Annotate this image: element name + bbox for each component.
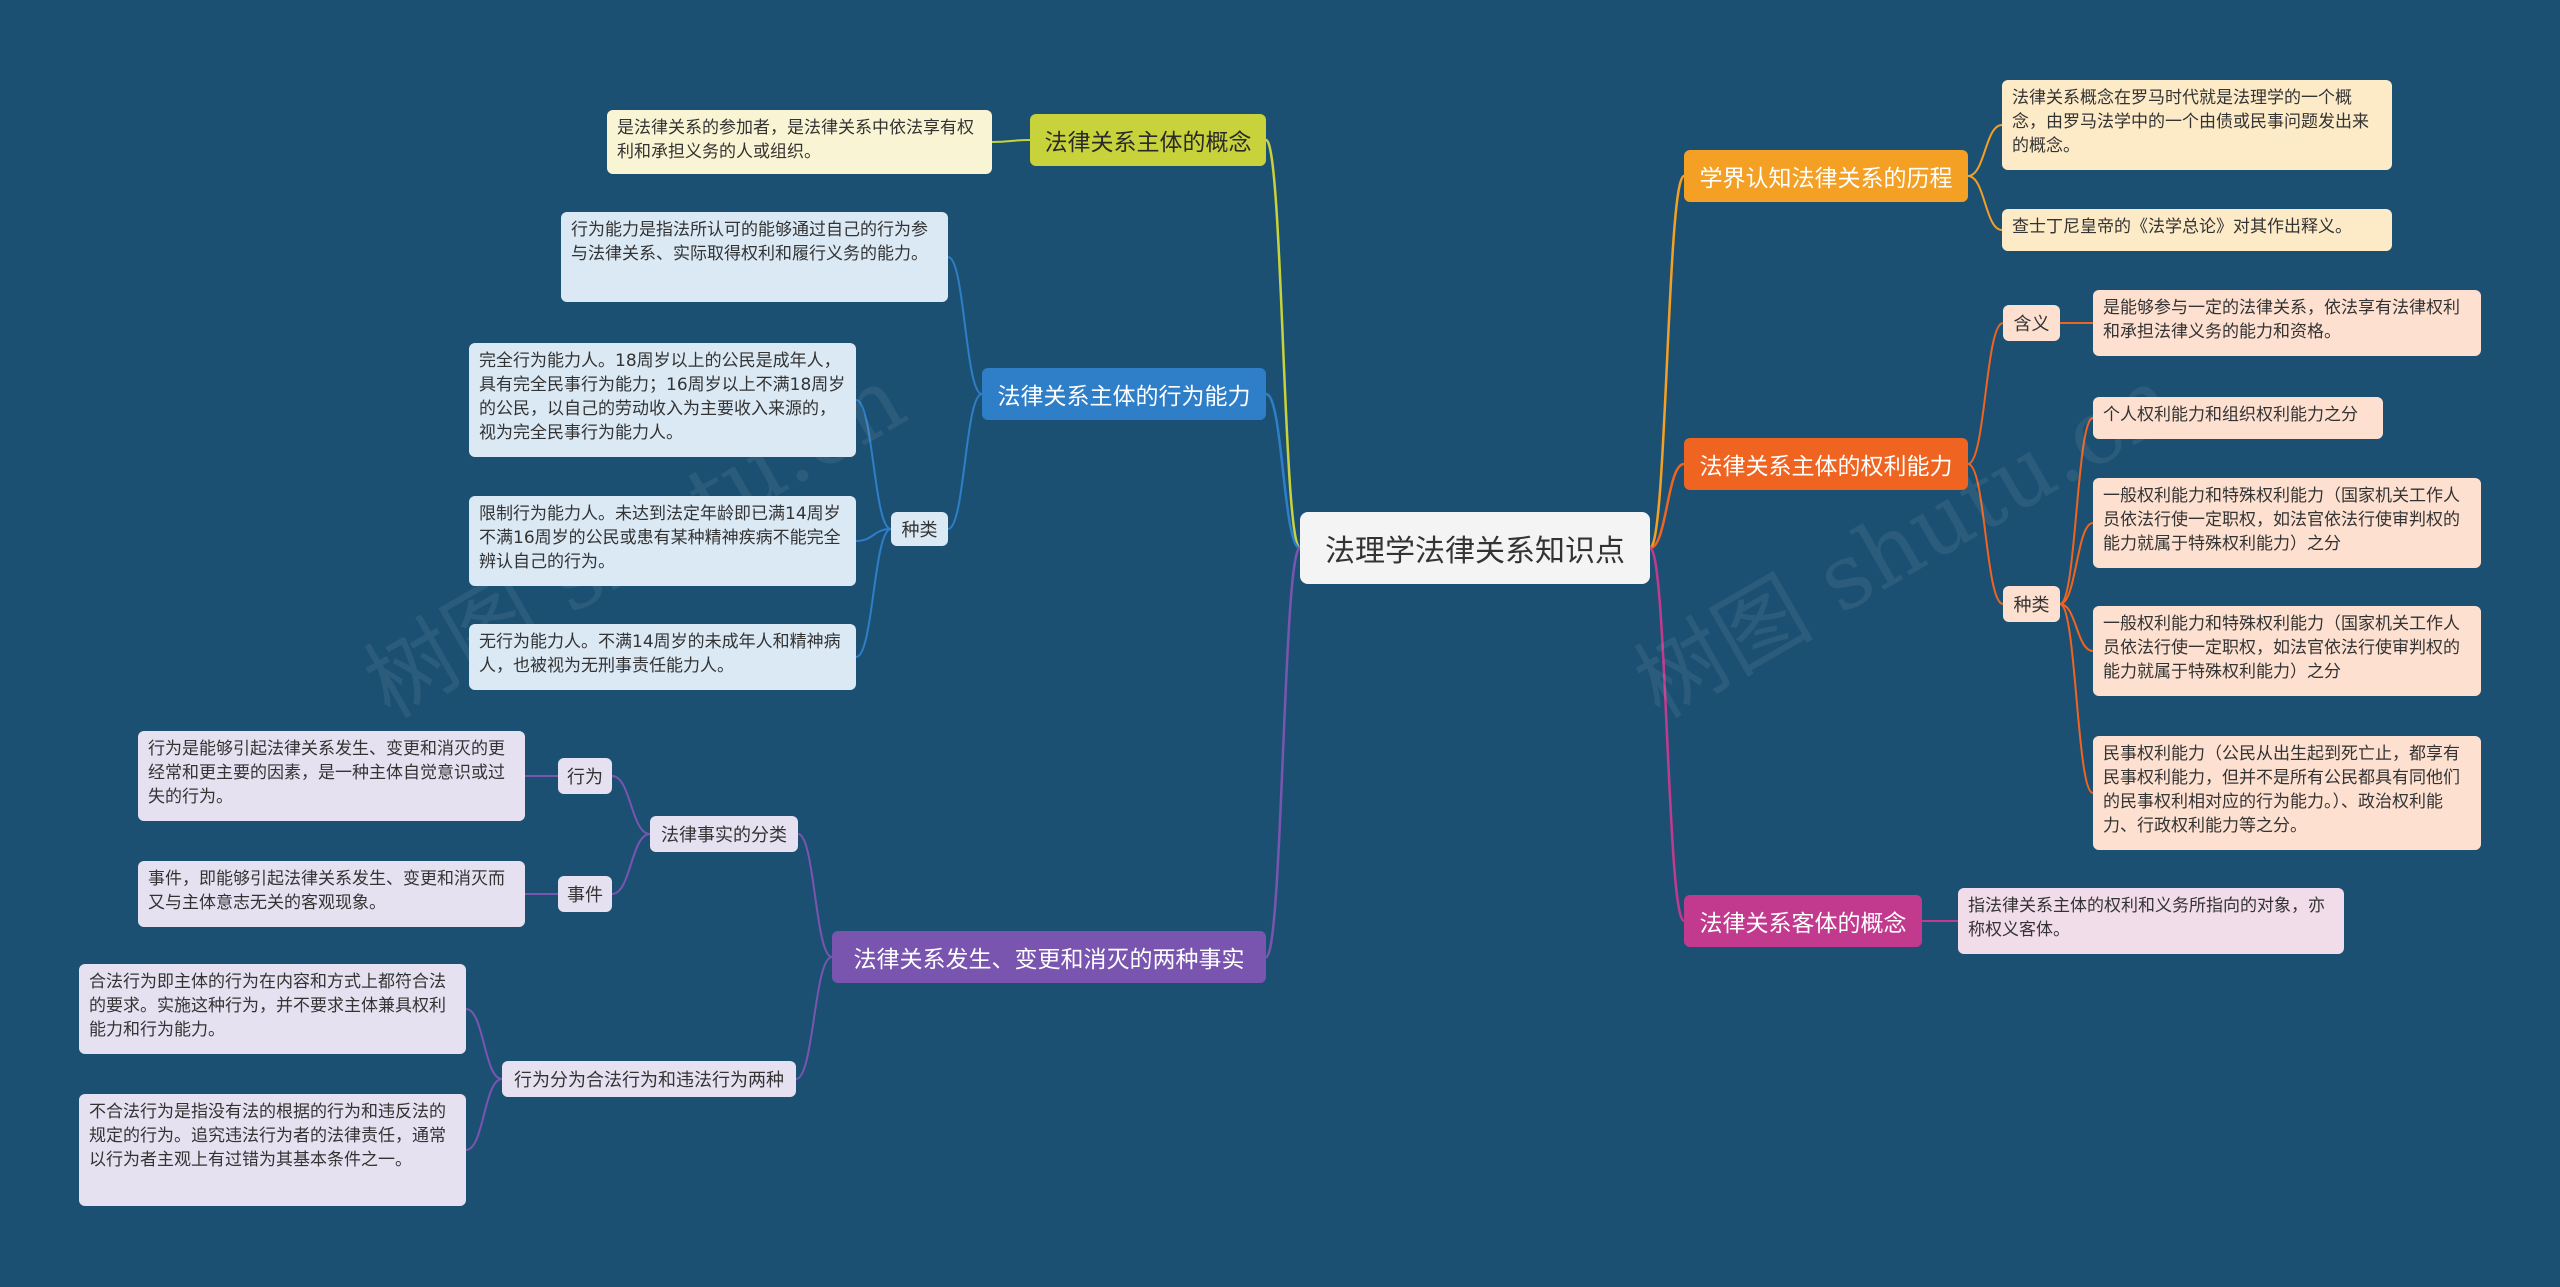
link-subject-desc <box>991 139 1031 143</box>
capacity-kind-none: 无行为能力人。不满14周岁的未成年人和精神病人，也被视为无刑事责任能力人。 <box>469 624 856 690</box>
facts-event-tag[interactable]: 事件 <box>558 876 612 912</box>
branch-object[interactable]: 法律关系客体的概念 <box>1684 895 1922 947</box>
rights-kind-2: 一般权利能力和特殊权利能力（国家机关工作人员依法行使一定职权，如法官依法行使审判… <box>2093 478 2481 568</box>
link-history-2 <box>1967 175 2003 231</box>
branch-history[interactable]: 学界认知法律关系的历程 <box>1684 150 1968 202</box>
facts-act-desc: 行为是能够引起法律关系发生、变更和消灭的更经常和更主要的因素，是一种主体自觉意识… <box>138 731 525 821</box>
history-item-2: 查士丁尼皇帝的《法学总论》对其作出释义。 <box>2002 209 2392 251</box>
facts-legal-desc: 合法行为即主体的行为在内容和方式上都符合法的要求。实施这种行为，并不要求主体兼具… <box>79 964 466 1054</box>
link-kinds-limited <box>855 528 892 542</box>
link-classify-act <box>611 775 651 835</box>
link-root-object <box>1648 546 1686 923</box>
link-kinds-1 <box>2059 417 2094 605</box>
facts-classify-tag[interactable]: 法律事实的分类 <box>650 816 798 852</box>
link-kinds-3 <box>2059 603 2094 652</box>
link-root-facts <box>1264 546 1302 959</box>
capacity-desc: 行为能力是指法所认可的能够通过自己的行为参与法律关系、实际取得权利和履行义务的能… <box>561 212 948 302</box>
rights-kind-4: 民事权利能力（公民从出生起到死亡止，都享有民事权利能力，但并不是所有公民都具有同… <box>2093 736 2481 850</box>
link-rights-kinds <box>1967 463 2004 605</box>
branch-rights[interactable]: 法律关系主体的权利能力 <box>1684 438 1968 490</box>
branch-facts[interactable]: 法律关系发生、变更和消灭的两种事实 <box>832 931 1266 983</box>
rights-meaning-desc: 是能够参与一定的法律关系，依法享有法律权利和承担法律义务的能力和资格。 <box>2093 290 2481 356</box>
link-facts-classify <box>797 833 833 958</box>
link-kinds-full <box>855 399 892 530</box>
rights-kind-3: 一般权利能力和特殊权利能力（国家机关工作人员依法行使一定职权，如法官依法行使审判… <box>2093 606 2481 696</box>
branch-subject-concept[interactable]: 法律关系主体的概念 <box>1030 114 1266 166</box>
link-split-legal <box>465 1008 503 1080</box>
branch-capacity[interactable]: 法律关系主体的行为能力 <box>982 368 1266 420</box>
subject-concept-desc: 是法律关系的参加者，是法律关系中依法享有权利和承担义务的人或组织。 <box>607 110 992 174</box>
link-root-capacity <box>1265 392 1301 550</box>
rights-kind-1: 个人权利能力和组织权利能力之分 <box>2093 397 2383 439</box>
link-kinds-2 <box>2059 522 2094 605</box>
capacity-kind-full: 完全行为能力人。18周岁以上的公民是成年人，具有完全民事行为能力；16周岁以上不… <box>469 343 856 457</box>
facts-split-tag[interactable]: 行为分为合法行为和违法行为两种 <box>502 1061 796 1097</box>
facts-event-desc: 事件，即能够引起法律关系发生、变更和消灭而又与主体意志无关的客观现象。 <box>138 861 525 927</box>
capacity-kind-limited: 限制行为能力人。未达到法定年龄即已满14周岁不满16周岁的公民或患有某种精神疾病… <box>469 496 856 586</box>
history-item-1: 法律关系概念在罗马时代就是法理学的一个概念，由罗马法学中的一个由债或民事问题发出… <box>2002 80 2392 170</box>
object-desc: 指法律关系主体的权利和义务所指向的对象，亦称权义客体。 <box>1958 888 2344 954</box>
link-root-subject-concept <box>1264 138 1302 550</box>
rights-meaning-tag[interactable]: 含义 <box>2003 305 2060 341</box>
link-root-history <box>1648 174 1686 550</box>
link-classify-event <box>611 833 651 895</box>
link-kinds-4 <box>2059 603 2094 794</box>
rights-kinds-tag[interactable]: 种类 <box>2003 586 2060 622</box>
capacity-kinds-tag[interactable]: 种类 <box>891 512 948 546</box>
facts-illegal-desc: 不合法行为是指没有法的根据的行为和违反法的规定的行为。追究违法行为者的法律责任，… <box>79 1094 466 1206</box>
link-capacity-kinds <box>947 393 983 530</box>
root-topic[interactable]: 法理学法律关系知识点 <box>1300 512 1650 584</box>
link-capacity-desc <box>947 256 983 395</box>
facts-act-tag[interactable]: 行为 <box>558 758 612 794</box>
link-split-illegal <box>465 1078 503 1151</box>
link-history-1 <box>1967 124 2003 177</box>
link-root-rights <box>1649 462 1685 550</box>
link-rights-meaning <box>1967 322 2004 465</box>
link-kinds-none <box>855 528 892 658</box>
link-facts-split <box>795 956 833 1080</box>
